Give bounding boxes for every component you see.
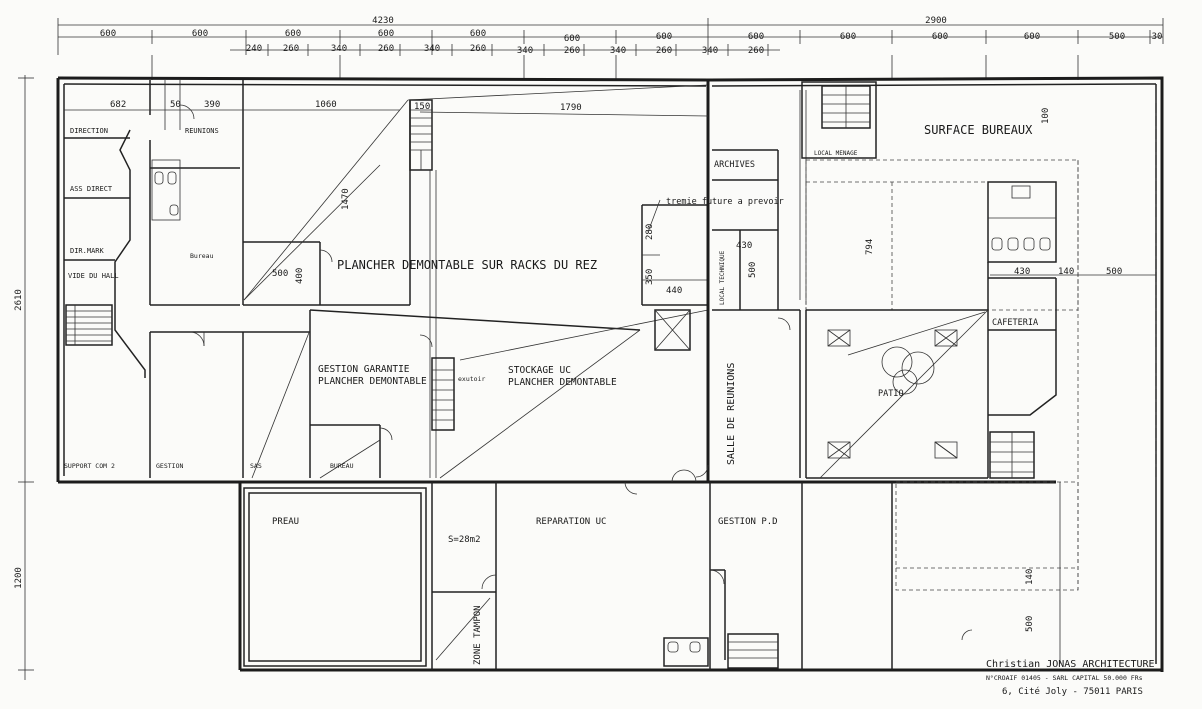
dim-280: 280 xyxy=(645,224,655,240)
label-gestion-garantie-2: PLANCHER DEMONTABLE xyxy=(318,376,427,387)
dim-682: 682 xyxy=(110,100,126,110)
dim-r2-5: 260 xyxy=(470,44,486,54)
label-stockage-2: PLANCHER DEMONTABLE xyxy=(508,377,617,388)
label-bureau-top: Bureau xyxy=(190,252,214,260)
dim-r2-7: 260 xyxy=(564,46,580,56)
label-archives: ARCHIVES xyxy=(714,160,755,170)
label-surface-bureaux: SURFACE BUREAUX xyxy=(924,123,1033,137)
label-gestion-garantie-1: GESTION GARANTIE xyxy=(318,364,410,375)
label-cafeteria: CAFETERIA xyxy=(992,318,1038,328)
dim-r1-3: 600 xyxy=(378,29,394,39)
label-plancher-racks: PLANCHER DEMONTABLE SUR RACKS DU REZ xyxy=(337,258,597,272)
dim-r1-9: 600 xyxy=(932,32,948,42)
dim-500d: 500 xyxy=(1025,616,1035,632)
dim-140a: 140 xyxy=(1058,267,1074,277)
room-labels: DIRECTION REUNIONS ASS DIRECT DIR.MARK V… xyxy=(64,123,1038,665)
dim-430a: 430 xyxy=(736,241,752,251)
dim-r2-10: 340 xyxy=(702,46,718,56)
dim-150: 150 xyxy=(414,102,430,112)
left-dimension-chain: 2610 1200 xyxy=(14,75,34,680)
dim-r2-11: 260 xyxy=(748,46,764,56)
dim-r1-8: 600 xyxy=(840,32,856,42)
title-block: Christian JONAS ARCHITECTURE N°CROAIF 01… xyxy=(986,659,1155,697)
outer-walls xyxy=(56,76,1164,672)
dim-r1-7: 600 xyxy=(748,32,764,42)
dim-r2-8: 340 xyxy=(610,46,626,56)
label-bureau-small: BUREAU xyxy=(330,462,354,470)
dim-r1-6: 600 xyxy=(656,32,672,42)
dim-r1-4: 600 xyxy=(470,29,486,39)
dim-50: 50 xyxy=(170,100,181,110)
dim-r2-4: 340 xyxy=(424,44,440,54)
dim-r2-0: 240 xyxy=(246,44,262,54)
dim-r2-9: 260 xyxy=(656,46,672,56)
dim-500b: 500 xyxy=(748,262,758,278)
label-dir-mark: DIR.MARK xyxy=(70,247,105,255)
dim-400: 400 xyxy=(295,268,305,284)
label-stockage-1: STOCKAGE UC xyxy=(508,365,571,376)
dim-440: 440 xyxy=(666,286,682,296)
dim-total-left: 4230 xyxy=(372,16,394,26)
architect-name: Christian JONAS ARCHITECTURE xyxy=(986,659,1155,670)
dim-100: 100 xyxy=(1041,108,1051,124)
dim-r1-10: 600 xyxy=(1024,32,1040,42)
dim-row2: 240 260 340 260 340 260 340 260 340 260 … xyxy=(246,44,764,56)
dim-r1-11: 500 xyxy=(1109,32,1125,42)
central-platform xyxy=(243,84,709,479)
dim-left-lower: 1200 xyxy=(14,567,24,589)
label-zone-tampon: ZONE TAMPON xyxy=(473,605,483,665)
dim-r1-5: 600 xyxy=(564,34,580,44)
label-surface-28: S=28m2 xyxy=(448,535,481,545)
label-tremie: tremie future a prevoir xyxy=(666,197,784,207)
dim-r2-3: 260 xyxy=(378,44,394,54)
dim-500c: 500 xyxy=(1106,267,1122,277)
label-gestion: GESTION xyxy=(156,462,183,470)
dim-390: 390 xyxy=(204,100,220,110)
label-direction: DIRECTION xyxy=(70,127,108,135)
label-ass-direct: ASS DIRECT xyxy=(70,185,113,193)
label-exutoir: exutoir xyxy=(458,375,485,383)
top-dimension-chains: 4230 2900 600 600 600 600 600 600 600 60… xyxy=(57,16,1164,56)
dim-140b: 140 xyxy=(1025,569,1035,585)
skylight-markers xyxy=(827,329,958,459)
dim-794: 794 xyxy=(865,239,875,255)
dim-r2-6: 340 xyxy=(517,46,533,56)
dim-1790: 1790 xyxy=(560,103,582,113)
dim-total-right: 2900 xyxy=(925,16,947,26)
label-support: SUPPORT COM 2 xyxy=(64,462,115,470)
architect-address: 6, Cité Joly - 75011 PARIS xyxy=(1002,686,1143,697)
dim-r2-1: 260 xyxy=(283,44,299,54)
right-block xyxy=(801,81,1079,590)
label-reparation: REPARATION UC xyxy=(536,517,606,527)
dim-left-total: 2610 xyxy=(14,289,24,311)
label-patio: PATIO xyxy=(878,389,904,399)
lower-zone xyxy=(243,469,1079,670)
structural-grid xyxy=(151,55,1079,80)
dim-r1-2: 600 xyxy=(285,29,301,39)
label-reunions: REUNIONS xyxy=(185,127,219,135)
dim-r2-2: 340 xyxy=(331,44,347,54)
dim-1470: 1470 xyxy=(341,188,351,210)
dim-350: 350 xyxy=(645,269,655,285)
dim-430b: 430 xyxy=(1014,267,1030,277)
dim-r1-0: 600 xyxy=(100,29,116,39)
architect-registration: N°CROAIF 01405 - SARL CAPITAL 50.000 FRs xyxy=(986,674,1143,682)
middle-column xyxy=(695,80,807,482)
label-vide-hall: VIDE DU HALL xyxy=(68,272,119,280)
dim-r1-1: 600 xyxy=(192,29,208,39)
label-gestion-pd: GESTION P.D xyxy=(718,517,778,527)
left-offices xyxy=(64,80,410,478)
dim-row1: 600 600 600 600 600 600 600 600 600 600 … xyxy=(100,29,1163,44)
label-local-menage: LOCAL MENAGE xyxy=(814,150,858,157)
dim-500a: 500 xyxy=(272,269,288,279)
label-preau: PREAU xyxy=(272,517,299,527)
dim-1060: 1060 xyxy=(315,100,337,110)
label-sas: SAS xyxy=(250,462,262,470)
label-salle-reunions: SALLE DE REUNIONS xyxy=(726,363,737,465)
dim-r1-12: 30 xyxy=(1152,32,1163,42)
room-dimensions: 682 50 390 1060 150 1790 1470 500 400 28… xyxy=(64,100,1157,664)
patio-tree xyxy=(881,346,935,395)
label-local-technique: LOCAL TECHNIQUE xyxy=(719,250,726,305)
